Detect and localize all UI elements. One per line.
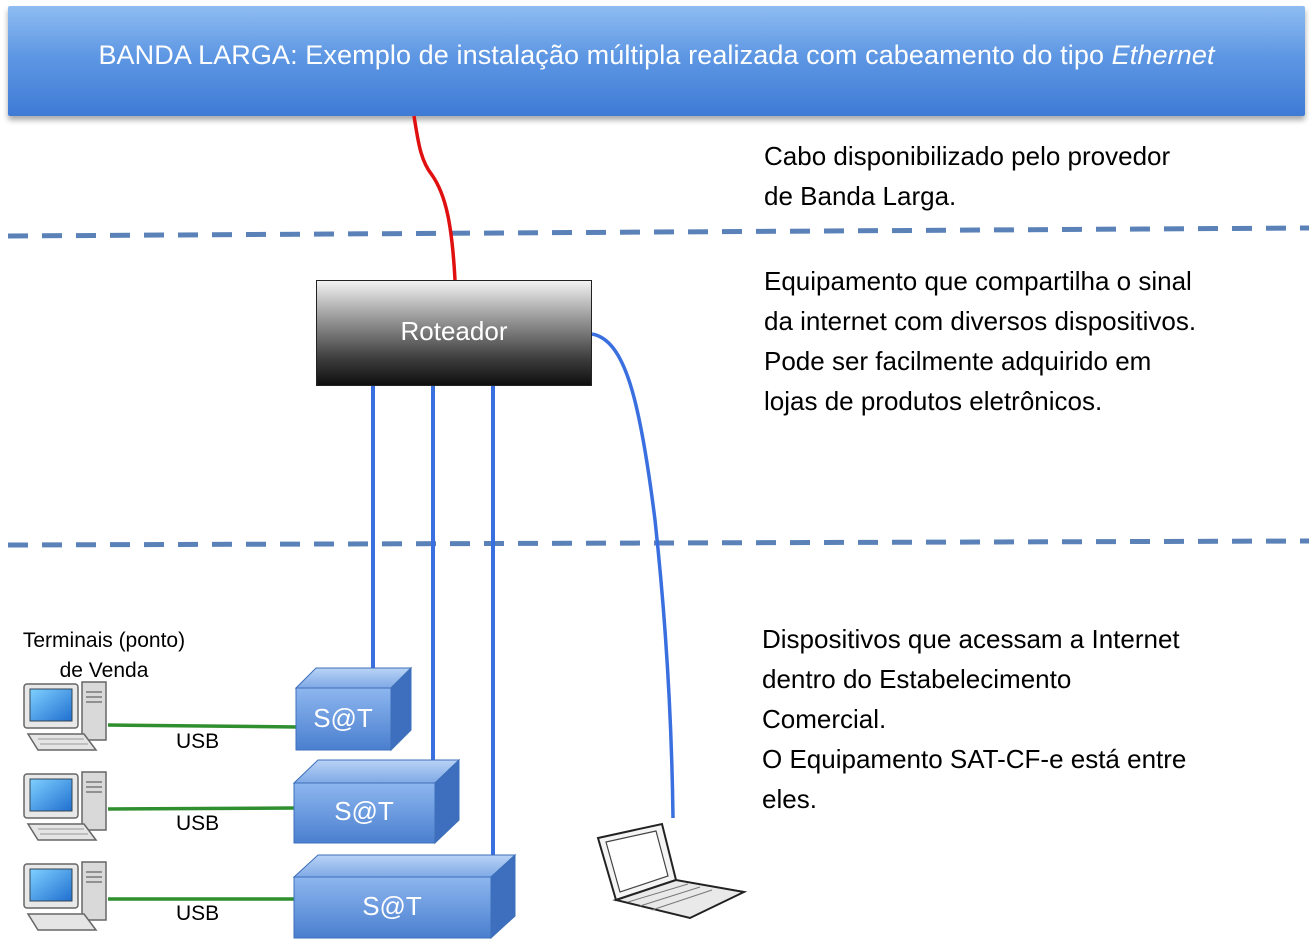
provider-cable xyxy=(412,115,457,281)
computer-icon xyxy=(23,681,107,751)
title-text: BANDA LARGA: Exemplo de instalação múlti… xyxy=(98,40,1105,70)
sat-device-1: S@T xyxy=(294,666,413,752)
title-italic-text: Ethernet xyxy=(1111,40,1215,70)
usb-label-1: USB xyxy=(176,730,220,753)
devices-description: Dispositivos que acessam a Internet dent… xyxy=(762,624,1187,814)
router-label: Roteador xyxy=(400,316,508,346)
usb-cable-1 xyxy=(107,723,299,729)
usb-label-2: USB xyxy=(176,812,220,835)
diagram-title: BANDA LARGA: Exemplo de instalação múlti… xyxy=(8,40,1305,71)
sat-label-1: S@T xyxy=(313,703,373,733)
router-description: Equipamento que compartilha o sinal da i… xyxy=(764,266,1197,416)
sat-device-2: S@T xyxy=(292,758,461,845)
ethernet-cable-laptop xyxy=(591,332,675,819)
terminals-label: Terminais (ponto) de Venda xyxy=(22,629,186,682)
cable-description: Cabo disponibilizado pelo provedor de Ba… xyxy=(764,141,1171,211)
usb-label-3: USB xyxy=(176,902,220,925)
laptop-icon xyxy=(596,822,748,920)
sat-device-3: S@T xyxy=(292,853,517,940)
divider-top xyxy=(7,225,1309,239)
title-banner xyxy=(8,6,1305,116)
computer-icon xyxy=(23,771,107,841)
sat-label-2: S@T xyxy=(334,796,394,826)
computer-icon xyxy=(23,861,107,931)
sat-label-3: S@T xyxy=(362,891,422,921)
usb-cable-2 xyxy=(107,806,297,811)
router-device: Roteador xyxy=(316,280,592,386)
